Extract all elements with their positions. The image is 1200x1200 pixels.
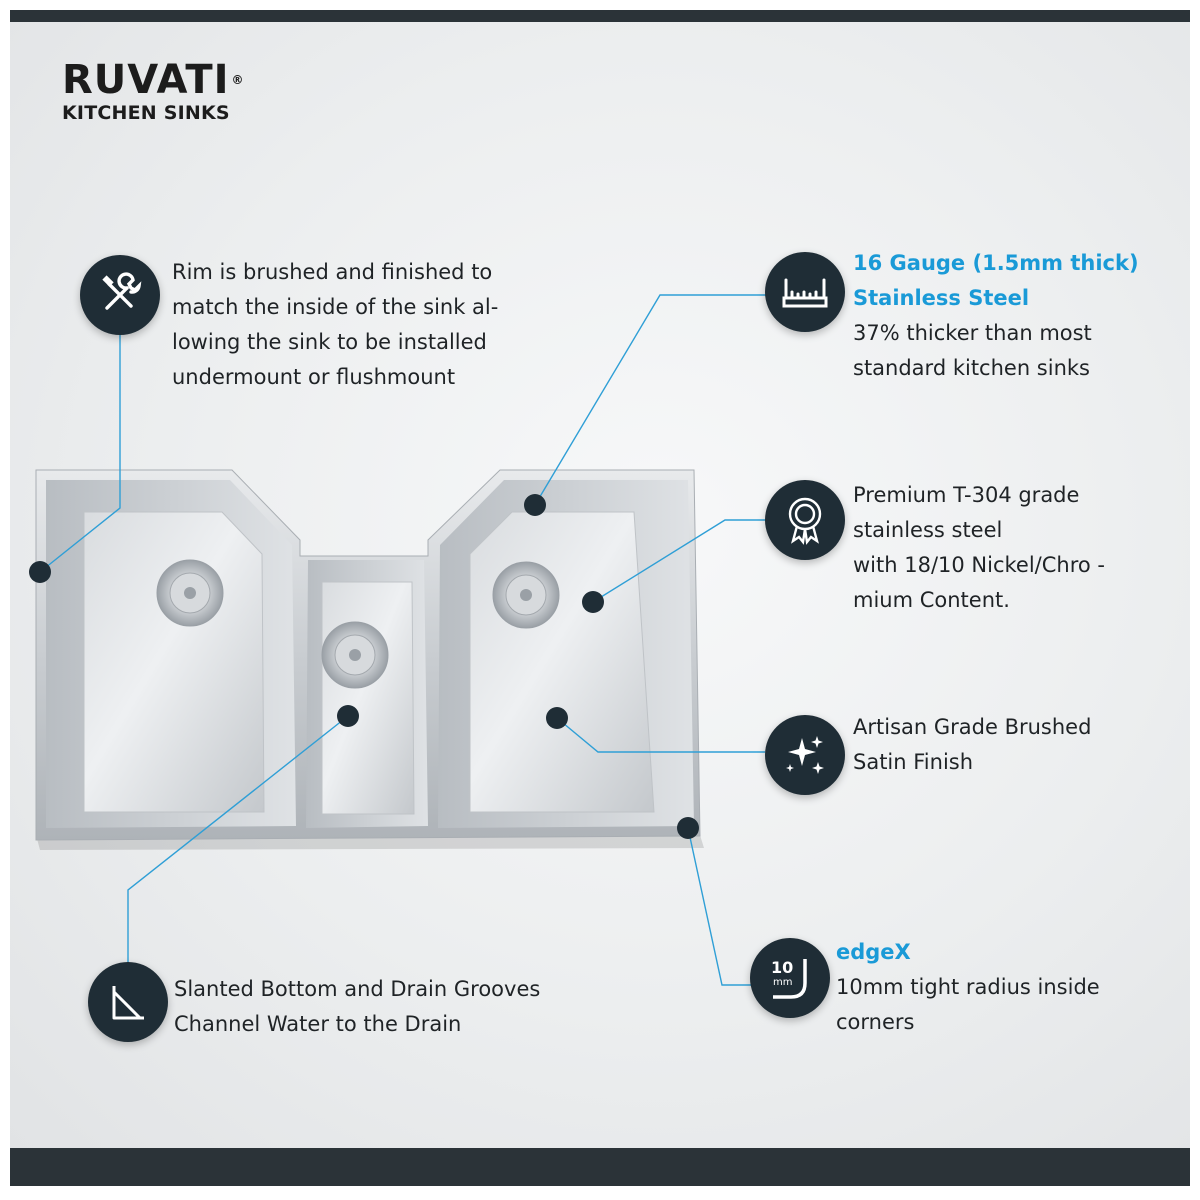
grade-line-4: mium Content. xyxy=(853,588,1010,612)
callout-dot-grade xyxy=(582,591,604,613)
gauge-highlight-2: Stainless Steel xyxy=(853,286,1030,310)
slant-icon xyxy=(88,962,168,1042)
rim-line-4: undermount or flushmount xyxy=(172,365,456,389)
gauge-line-2: standard kitchen sinks xyxy=(853,356,1090,380)
gauge-description: 16 Gauge (1.5mm thick) Stainless Steel 3… xyxy=(853,246,1139,386)
logo-sub: KITCHEN SINKS xyxy=(62,102,230,124)
callout-dot-finish xyxy=(546,707,568,729)
gauge-highlight-1: 16 Gauge (1.5mm thick) xyxy=(853,251,1139,275)
brand-logo: RUVATI® KITCHEN SINKS xyxy=(62,60,245,124)
ruler-icon xyxy=(765,252,845,332)
slanted-line-1: Slanted Bottom and Drain Grooves xyxy=(174,977,541,1001)
icon-text-10: 10 xyxy=(771,958,793,977)
top-bar xyxy=(10,10,1190,22)
rim-line-2: match the inside of the sink al- xyxy=(172,295,499,319)
bottom-bar xyxy=(10,1148,1190,1186)
tools-icon xyxy=(80,255,160,335)
grade-line-1: Premium T-304 grade xyxy=(853,483,1080,507)
callout-dot-slanted xyxy=(337,705,359,727)
rim-description: Rim is brushed and finished to match the… xyxy=(172,255,498,395)
icon-text-mm: mm xyxy=(773,977,792,988)
sparkle-icon xyxy=(765,715,845,795)
radius-corner-icon: 10 mm xyxy=(750,938,830,1018)
rim-line-3: lowing the sink to be installed xyxy=(172,330,487,354)
grade-line-2: stainless steel xyxy=(853,518,1003,542)
edgex-line-1: 10mm tight radius inside xyxy=(836,975,1100,999)
slanted-description: Slanted Bottom and Drain Grooves Channel… xyxy=(174,972,540,1042)
finish-description: Artisan Grade Brushed Satin Finish xyxy=(853,710,1091,780)
finish-line-2: Satin Finish xyxy=(853,750,974,774)
slanted-line-2: Channel Water to the Drain xyxy=(174,1012,462,1036)
rim-line-1: Rim is brushed and finished to xyxy=(172,260,493,284)
grade-line-3: with 18/10 Nickel/Chro - xyxy=(853,553,1105,577)
callout-dot-rim xyxy=(29,561,51,583)
callout-dot-edgex xyxy=(677,817,699,839)
logo-main: RUVATI® xyxy=(62,57,245,103)
finish-line-1: Artisan Grade Brushed xyxy=(853,715,1092,739)
callout-dot-gauge xyxy=(524,494,546,516)
edgex-description: edgeX 10mm tight radius inside corners xyxy=(836,935,1100,1040)
award-ribbon-icon xyxy=(765,480,845,560)
edgex-line-2: corners xyxy=(836,1010,915,1034)
edgex-highlight: edgeX xyxy=(836,940,911,964)
gauge-line-1: 37% thicker than most xyxy=(853,321,1092,345)
grade-description: Premium T-304 grade stainless steel with… xyxy=(853,478,1105,618)
